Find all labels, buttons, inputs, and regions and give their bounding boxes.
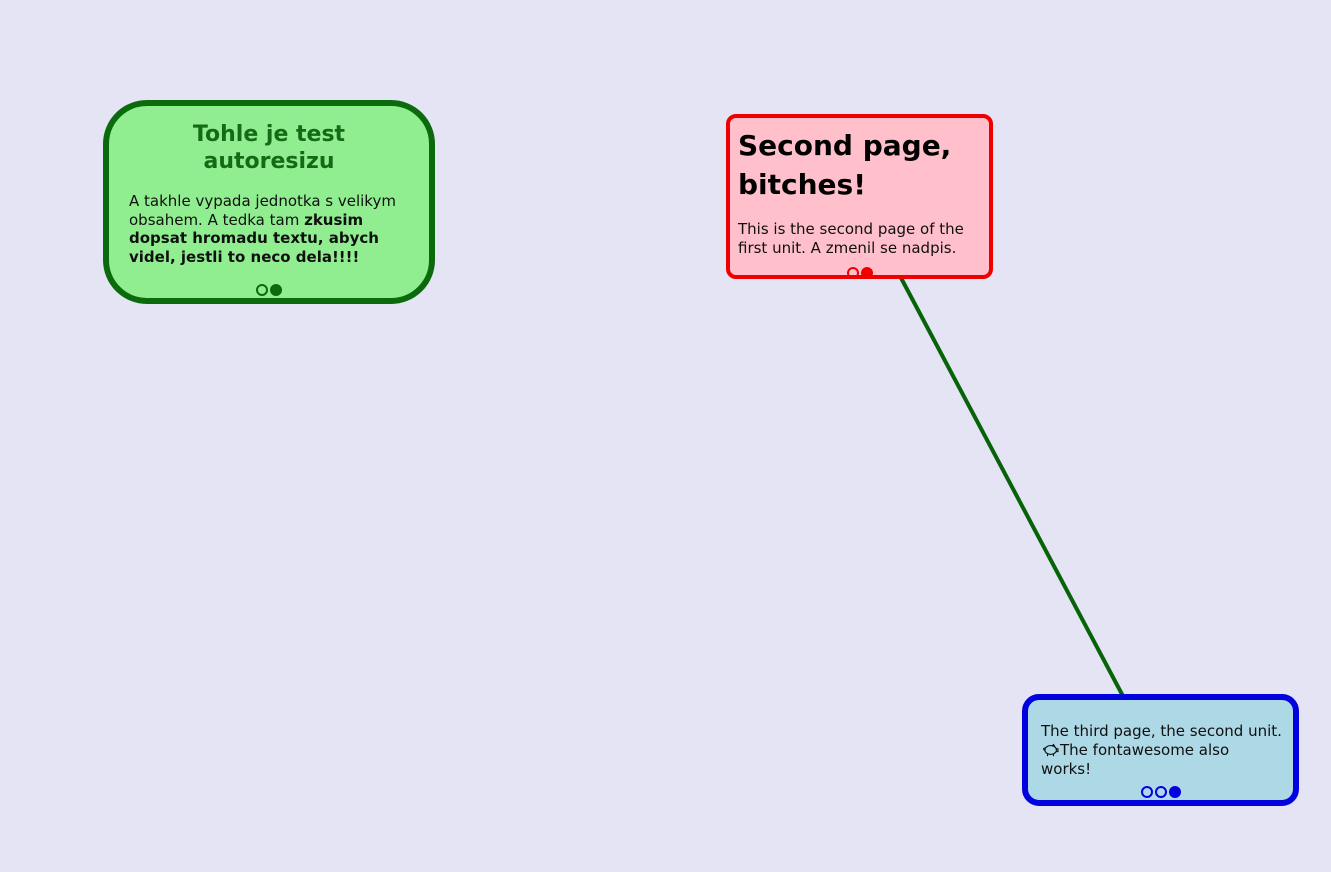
unit-card-blue[interactable]: The third page, the second unit. The fon…: [1022, 694, 1299, 806]
unit-card-green[interactable]: Tohle je test autoresizu A takhle vypada…: [103, 100, 435, 304]
page-dot-1[interactable]: [256, 284, 268, 296]
card-body: The third page, the second unit. The fon…: [1041, 722, 1283, 780]
card-title: Tohle je test autoresizu: [192, 122, 346, 174]
card-body: This is the second page of the first uni…: [738, 220, 964, 258]
page-dot-1[interactable]: [1140, 786, 1153, 798]
connector-line-red-to-blue: [898, 275, 1126, 699]
card-body-normal-text: A takhle vypada jednotka s velikym obsah…: [129, 191, 396, 229]
page-dot-2-active[interactable]: [860, 267, 873, 279]
page-dot-3-active[interactable]: [1168, 786, 1181, 798]
card-body-text-before-icon: The third page, the second unit.: [1041, 722, 1282, 740]
page-dot-2[interactable]: [1154, 786, 1167, 798]
card-body-text-after-icon: The fontawesome also works!: [1041, 741, 1230, 779]
page-dots[interactable]: [109, 284, 429, 296]
pig-icon: [1043, 743, 1059, 757]
page-dots[interactable]: [730, 267, 989, 279]
card-body: A takhle vypada jednotka s velikym obsah…: [129, 192, 409, 268]
card-title: Second page, bitches!: [738, 129, 952, 201]
page-dots[interactable]: [1028, 786, 1293, 798]
card-body-bold-text: zkusim dopsat hromadu textu, abych videl…: [129, 210, 379, 267]
unit-card-red[interactable]: Second page, bitches! This is the second…: [726, 114, 993, 279]
page-dot-2-active[interactable]: [270, 284, 282, 296]
page-dot-1[interactable]: [846, 267, 859, 279]
